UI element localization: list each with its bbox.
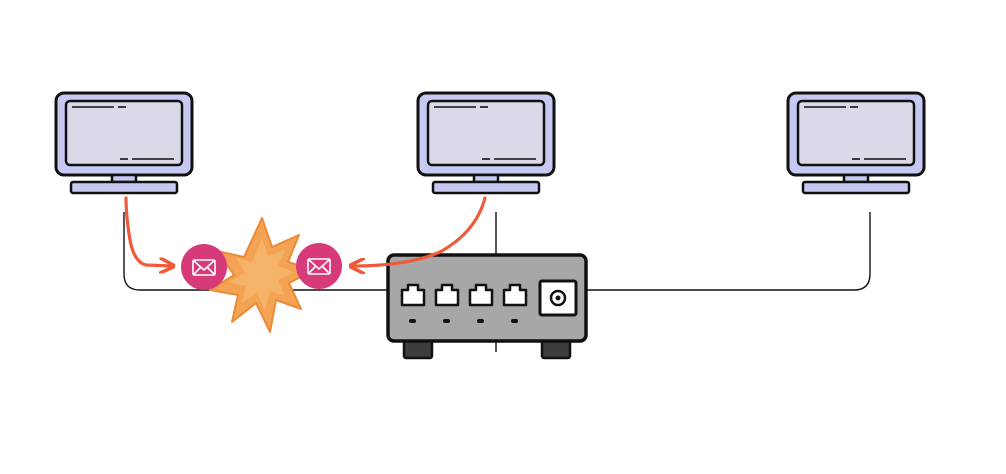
arrow-left <box>124 196 172 266</box>
monitor-screen <box>426 99 546 167</box>
packet-right <box>296 243 342 289</box>
packet-badge <box>296 243 342 289</box>
monitor-base <box>69 180 179 195</box>
ethernet-port-icon <box>468 283 494 323</box>
monitor-screen <box>796 99 916 167</box>
monitor-screen <box>64 99 184 167</box>
envelope-icon <box>192 259 216 276</box>
monitor-base <box>431 180 541 195</box>
ethernet-port-icon <box>400 283 426 323</box>
computer-left <box>54 91 194 195</box>
arrow-right <box>352 196 487 266</box>
hub-ports <box>400 283 528 323</box>
explosion-icon <box>209 217 315 333</box>
packet-left <box>181 244 227 290</box>
monitor-base <box>801 180 911 195</box>
packet-badge <box>181 244 227 290</box>
cable-left <box>123 212 392 291</box>
cable-right <box>586 212 871 291</box>
computer-middle <box>416 91 556 195</box>
envelope-icon <box>307 258 331 275</box>
ethernet-port-icon <box>502 283 528 323</box>
computer-right <box>786 91 926 195</box>
transmission-arrows <box>124 196 487 266</box>
network-hub <box>386 253 588 360</box>
power-port-icon <box>538 279 578 317</box>
ethernet-port-icon <box>434 283 460 323</box>
